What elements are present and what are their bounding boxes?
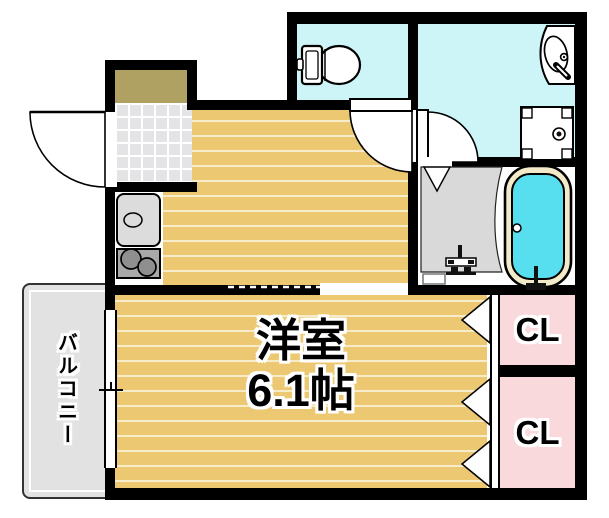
wall	[287, 100, 350, 110]
kitchen-counter	[115, 192, 163, 285]
closet-upper-label: CL	[515, 311, 560, 348]
wall	[187, 100, 287, 110]
room-threshold	[320, 283, 408, 295]
washroom-doorway	[408, 110, 418, 162]
main-room-label: 洋室 6.1帖	[115, 315, 487, 417]
wall	[408, 12, 418, 110]
wall	[105, 488, 587, 500]
wall	[105, 187, 115, 310]
genkan-tile-floor	[115, 103, 192, 183]
wall	[500, 365, 587, 377]
wall	[287, 12, 587, 24]
wall	[575, 12, 587, 500]
entrance-doorway	[105, 112, 117, 187]
wall-partition-dashed	[105, 285, 320, 295]
wall	[408, 285, 587, 295]
wall	[287, 12, 297, 110]
wall	[105, 468, 115, 500]
main-room-name: 洋室	[255, 315, 346, 366]
balcony-label: バルコニー	[54, 331, 77, 447]
main-room-size: 6.1帖	[247, 365, 355, 417]
wall	[105, 60, 197, 70]
wall	[105, 182, 197, 192]
closet-door-track	[490, 295, 500, 488]
wall	[452, 157, 575, 167]
closet-upper-floor	[500, 295, 575, 365]
bathroom-floor	[418, 167, 575, 285]
shoe-storage	[115, 68, 187, 103]
wall	[408, 162, 418, 295]
toilet-room-floor	[297, 24, 408, 100]
closet-lower-floor	[500, 377, 575, 488]
wall	[105, 60, 115, 112]
closet-lower-label: CL	[515, 413, 560, 451]
washroom-floor	[418, 24, 575, 157]
entry-door-icon	[29, 110, 106, 188]
wall	[187, 60, 197, 110]
